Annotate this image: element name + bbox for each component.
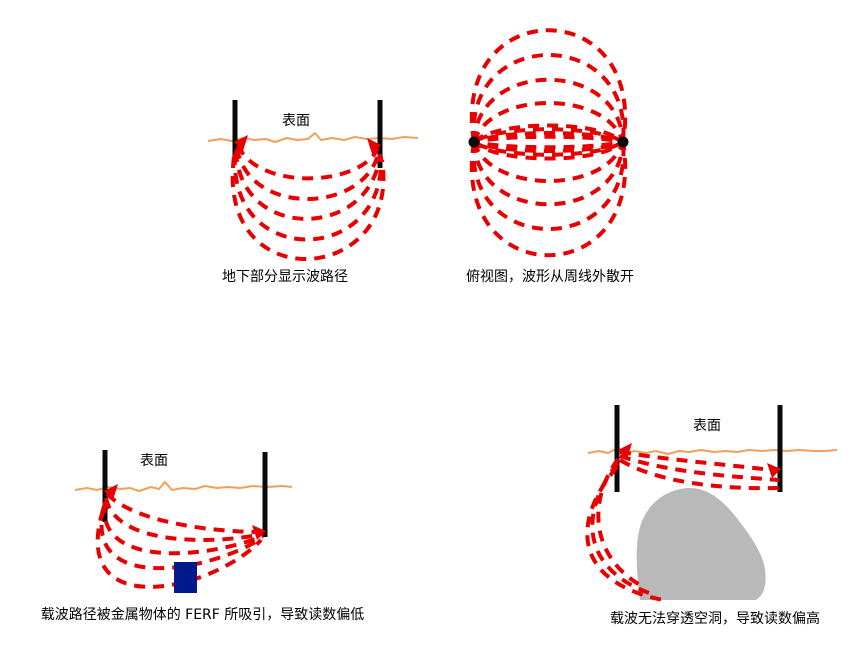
metal-object [174,562,197,593]
wave-arc [102,501,264,556]
fig-top-view [468,28,629,258]
fig-metal-object: 表面 [74,450,293,593]
probe-dot-left [468,136,480,148]
arrowhead-right [252,525,266,540]
wave-paths [585,450,780,603]
wave-arc [232,153,384,242]
caption-void: 载波无法穿透空洞，导致读数偏高 [610,611,820,627]
wave-loop-lower [469,123,628,258]
fig-underground-waves: 表面 [207,100,419,261]
arrowhead-right [367,138,381,154]
wave-loop-upper [471,77,626,153]
wave-arc [230,156,386,261]
surface-label: 表面 [282,113,310,129]
arrowhead-left [618,443,632,459]
wave-arc [618,458,780,491]
caption-underground: 地下部分显示波路径 [222,269,348,285]
wave-arc [619,450,779,473]
probe-dot-right [617,136,629,148]
arrowhead-left [104,484,118,500]
wave-arc [585,465,669,603]
surface-label: 表面 [140,453,168,469]
wave-arc [590,461,656,597]
wave-arc [619,454,780,482]
wave-loops [469,28,628,258]
wave-loop-lower [471,131,626,207]
fig-void: 表面 [585,405,838,603]
wave-arc [105,492,263,534]
arrowhead-left [234,135,248,151]
wave-arc [99,505,264,571]
wave-loop-upper [469,28,628,161]
arrowhead-right [767,463,781,478]
wave-loop-upper [471,53,626,157]
wave-paths [95,492,264,589]
wave-arc [235,147,381,201]
wave-arc [104,497,264,542]
surface-label: 表面 [693,418,721,434]
caption-metal: 载波路径被金属物体的 FERF 所吸引，导致读数偏低 [40,607,365,623]
wave-paths [230,144,386,261]
wave-arc [236,144,380,181]
void-blob [636,487,766,600]
wave-arc [95,509,263,589]
wave-loop-lower [471,127,626,231]
caption-top-view: 俯视图，波形从周线外散开 [466,269,634,285]
